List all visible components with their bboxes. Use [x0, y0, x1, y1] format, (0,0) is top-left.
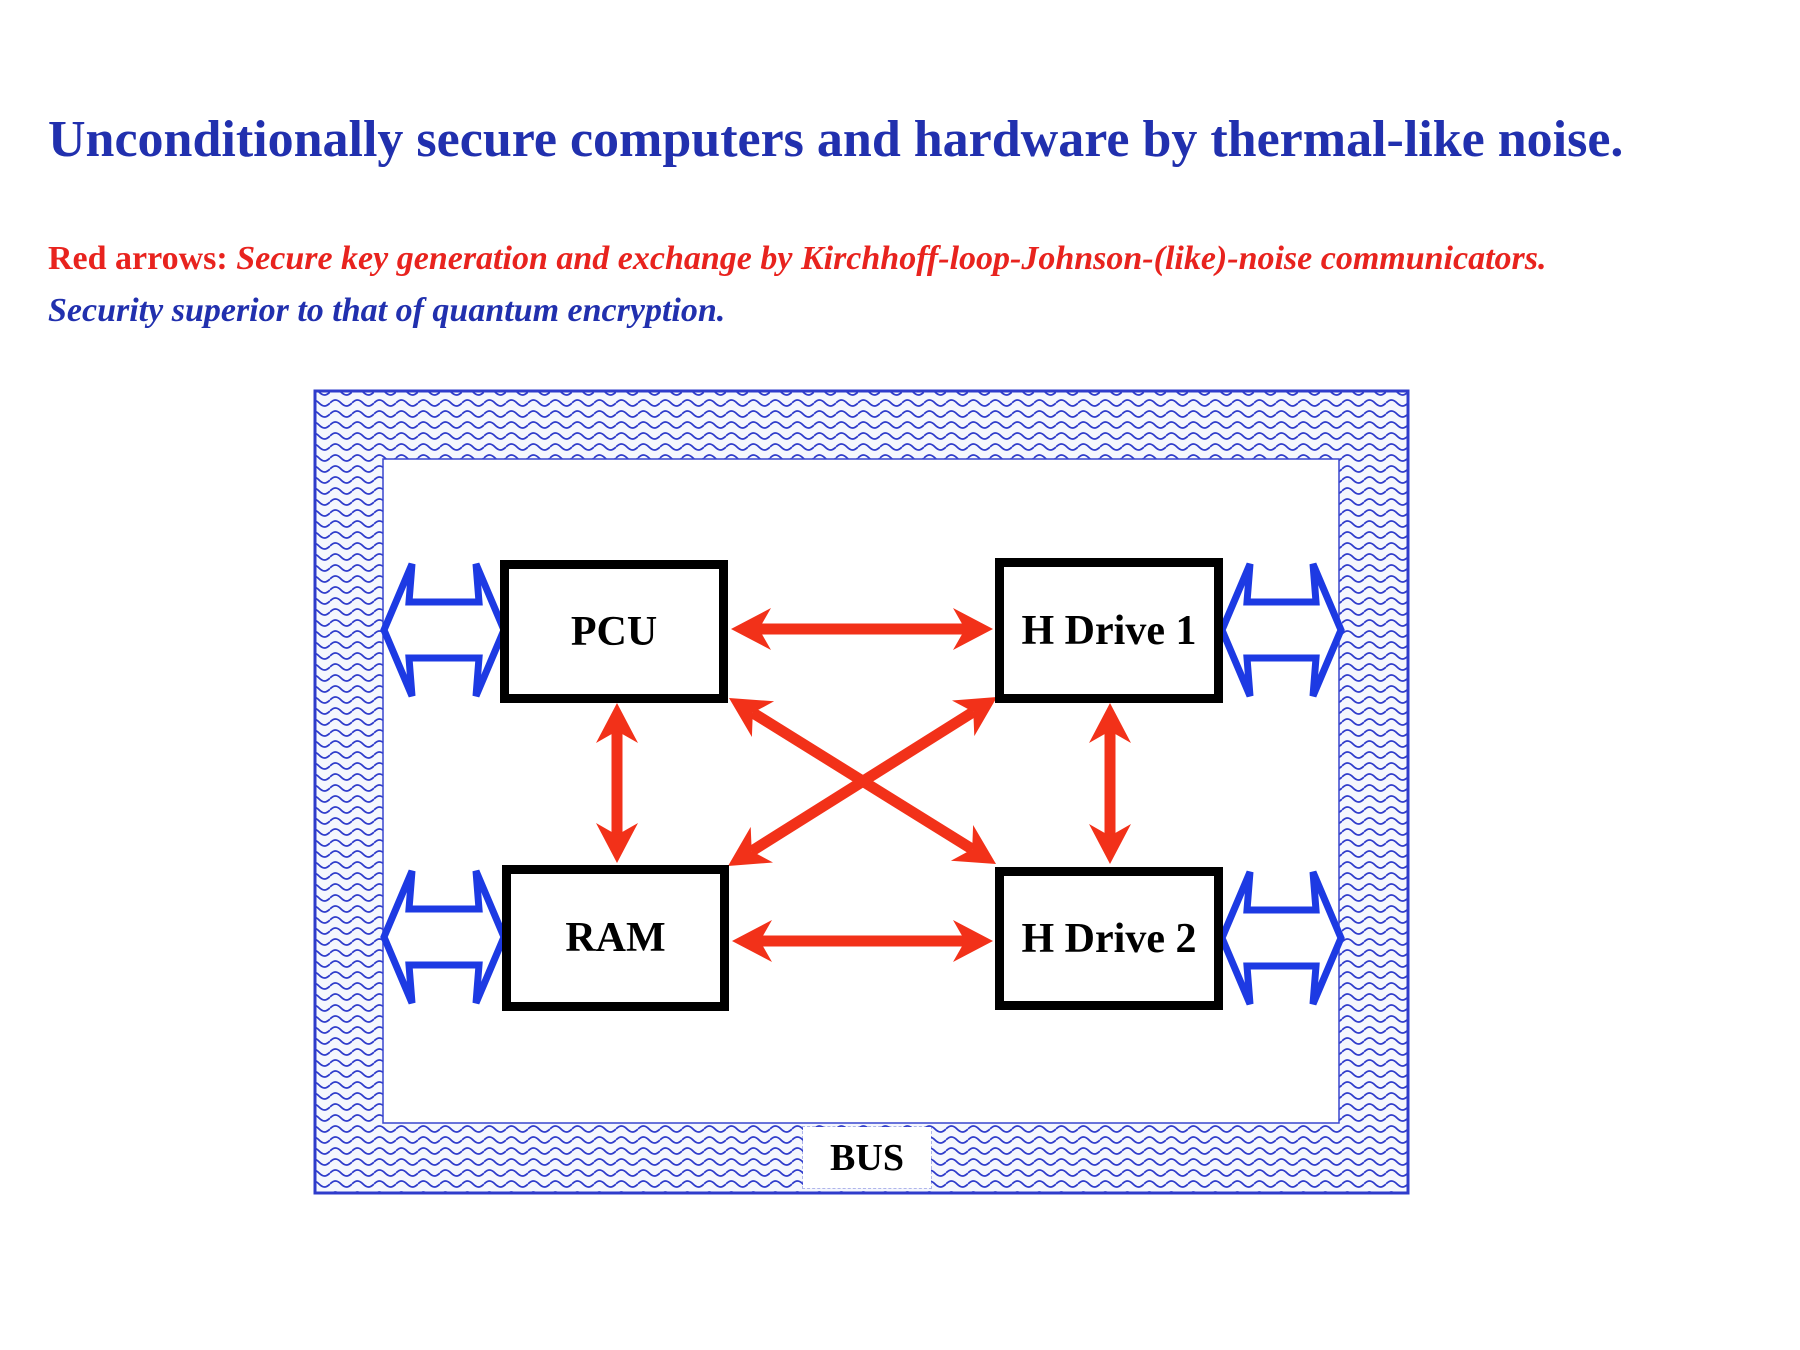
red-arrow-pcu-ram-head	[596, 823, 638, 863]
box-hdrive1-label: H Drive 1	[1021, 607, 1197, 654]
bus-label: BUS	[802, 1126, 932, 1189]
red-arrow-pcu-hdrive1-head	[731, 608, 771, 650]
bus-arrow-hdrive2	[1218, 870, 1345, 1006]
secure-link-arrows-group	[596, 608, 1131, 962]
red-arrow-ram-hdrive2-head	[732, 920, 772, 962]
red-arrow-ram-hdrive1-head	[952, 697, 997, 737]
box-hdrive2-label: H Drive 2	[1021, 915, 1197, 962]
red-arrow-ram-hdrive2-head	[953, 920, 993, 962]
red-arrow-pcu-hdrive2-head	[729, 698, 775, 737]
security-note: Security superior to that of quantum enc…	[48, 292, 726, 329]
bus-arrow-hdrive1	[1218, 562, 1345, 698]
red-arrow-hdrive1-hdrive2-head	[1089, 824, 1131, 864]
red-arrows-caption-lead: Red arrows:	[48, 240, 228, 277]
box-pcu-label: PCU	[570, 608, 658, 655]
box-hdrive2: H Drive 2	[995, 867, 1223, 1010]
red-arrows-caption: Red arrows: Secure key generation and ex…	[48, 240, 1547, 278]
red-arrow-ram-hdrive1-shaft	[748, 707, 977, 856]
red-arrow-pcu-ram-head	[596, 703, 638, 743]
box-ram: RAM	[502, 865, 729, 1011]
red-arrows-caption-text: Secure key generation and exchange by Ki…	[236, 240, 1547, 277]
red-arrow-ram-hdrive1-head	[728, 826, 773, 866]
red-arrow-hdrive1-hdrive2-head	[1089, 703, 1131, 743]
red-arrow-pcu-hdrive1-head	[953, 608, 993, 650]
box-ram-label: RAM	[565, 915, 666, 961]
box-hdrive1: H Drive 1	[995, 558, 1223, 703]
box-pcu: PCU	[500, 560, 728, 703]
page-title: Unconditionally secure computers and har…	[48, 111, 1624, 168]
red-arrow-pcu-hdrive2-head	[950, 825, 996, 864]
